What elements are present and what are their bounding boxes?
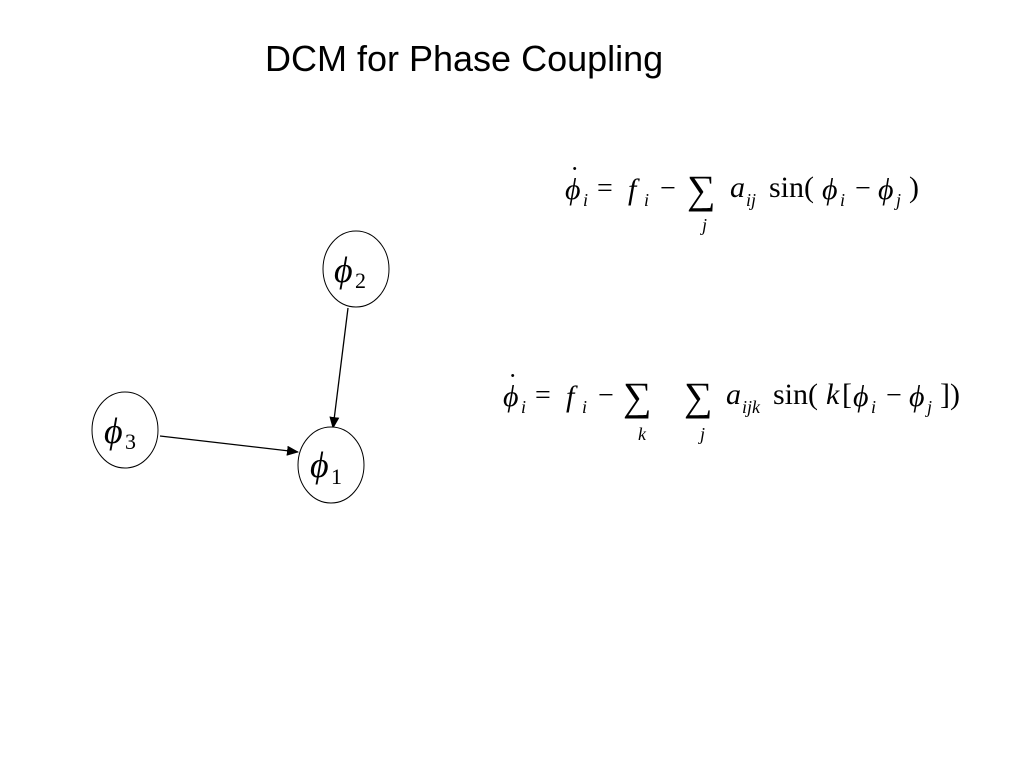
eq1-sub-i-2: i [840, 190, 845, 210]
eq2-phi-i: ϕ [503, 380, 519, 413]
edge-phi2-to-phi1 [329, 307, 349, 429]
eq2-sub-i: i [521, 397, 526, 417]
eq2-bracket-open: [ [842, 378, 852, 411]
eq1-minus-2: − [855, 173, 871, 204]
eq2-f: f [566, 380, 578, 413]
eq1-f: f [628, 173, 640, 206]
eq1-sub-j: j [894, 190, 901, 210]
eq1-sum-index-j: j [700, 215, 707, 235]
eq2-f-sub-i: i [582, 397, 587, 417]
eq2-a-sub: ijk [742, 397, 761, 417]
eq2-k: k [826, 378, 840, 411]
eq1-sub-i: i [583, 190, 588, 210]
node-phi3-symbol: ϕ [104, 411, 123, 451]
eq2-dot: ˙ [508, 369, 517, 400]
eq2-sum-index-j: j [698, 424, 705, 444]
eq2-a: a [726, 378, 741, 411]
node-phi2: ϕ 2 [322, 230, 390, 308]
eq1-phi-i-2: ϕ [822, 173, 838, 206]
eq1-a-sub: ij [746, 190, 756, 210]
equation-2: ˙ ϕ i = f i − ∑ k ∑ j a ijk sin( k [ ϕ i… [503, 369, 960, 444]
eq1-sum: ∑ [687, 167, 716, 212]
eq1-phi-j: ϕ [878, 173, 894, 206]
eq1-a: a [730, 171, 745, 204]
eq2-close: ]) [940, 378, 960, 411]
node-phi2-subscript: 2 [355, 268, 366, 293]
node-phi1: ϕ 1 [297, 426, 365, 504]
eq1-phi-i: ϕ [565, 173, 581, 206]
eq1-equals: = [597, 173, 613, 204]
eq2-minus: − [598, 380, 614, 411]
eq2-phi-j: ϕ [909, 380, 925, 413]
eq1-sin-open: sin( [769, 171, 814, 204]
eq1-minus: − [660, 173, 676, 204]
eq2-minus-2: − [886, 380, 902, 411]
eq2-sum-k: ∑ [623, 374, 652, 419]
eq1-dot: ˙ [570, 162, 579, 193]
node-phi1-symbol: ϕ [310, 445, 329, 485]
eq2-sin-open: sin( [773, 378, 818, 411]
page-title: DCM for Phase Coupling [265, 38, 664, 79]
node-phi3: ϕ 3 [91, 391, 159, 469]
eq2-sub-j: j [925, 397, 932, 417]
eq2-sub-i-2: i [871, 397, 876, 417]
edge-phi3-to-phi1 [159, 435, 299, 456]
eq1-close: ) [909, 171, 919, 204]
node-phi1-subscript: 1 [331, 464, 342, 489]
node-phi2-symbol: ϕ [334, 250, 353, 290]
eq1-f-sub-i: i [644, 190, 649, 210]
equation-1: ˙ ϕ i = f i − ∑ j a ij sin( ϕ i − ϕ j ) [565, 162, 919, 235]
eq2-phi-i-2: ϕ [853, 380, 869, 413]
eq2-equals: = [535, 380, 551, 411]
eq2-sum-j: ∑ [684, 374, 713, 419]
eq2-sum-index-k: k [638, 424, 647, 444]
node-phi3-subscript: 3 [125, 429, 136, 454]
